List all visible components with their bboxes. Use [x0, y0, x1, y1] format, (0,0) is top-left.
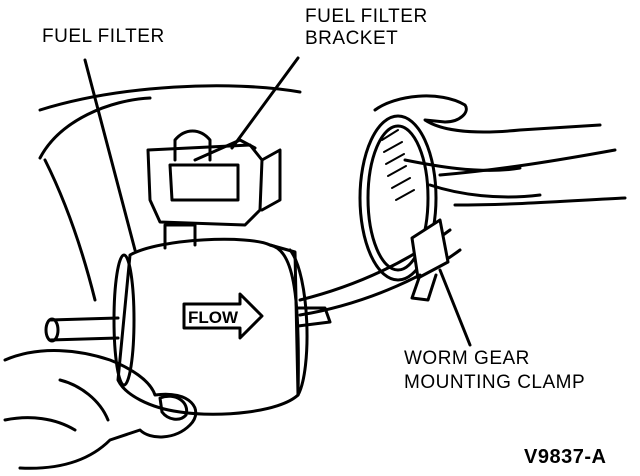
label-bracket-line1: FUEL FILTER — [305, 6, 428, 27]
filter-left-face — [112, 253, 136, 387]
clamp-hand — [373, 94, 602, 134]
bracket-right-flange — [260, 148, 282, 212]
background-right-curve-2 — [453, 196, 627, 207]
clamp-band-inner — [366, 124, 430, 272]
bracket-face — [168, 163, 240, 202]
clamp-serrations — [381, 129, 415, 201]
filter-hand-thumbnail — [158, 394, 189, 421]
body-panel-upper-curve — [38, 84, 302, 112]
flow-label: FLOW — [188, 308, 239, 327]
inlet-tube-end — [44, 317, 60, 343]
background-right-curve — [438, 148, 617, 177]
label-clamp-line1: WORM GEAR — [404, 348, 530, 369]
filter-hand-lower — [3, 416, 77, 432]
filter-outlet-nipple — [296, 306, 332, 328]
label-clamp-line2: MOUNTING CLAMP — [404, 372, 586, 393]
filter-cap-ring — [288, 248, 309, 397]
filter-end-cap — [268, 243, 300, 397]
clamp-band — [358, 114, 438, 282]
filter-hand-crease — [58, 378, 110, 422]
leader-fuel-filter — [83, 58, 137, 252]
clamp-hand-finger — [403, 158, 522, 172]
body-panel-lower-curve — [38, 96, 152, 160]
bracket-side-tab — [193, 138, 257, 162]
bracket-top-tab — [173, 129, 212, 162]
clamp-hand-finger-2 — [428, 183, 542, 199]
label-bracket-line2: BRACKET — [305, 28, 399, 49]
label-fuel-filter: FUEL FILTER — [42, 26, 165, 47]
clamp-screw — [410, 273, 438, 302]
bracket-stem — [163, 223, 197, 250]
background-left-curve — [43, 158, 97, 302]
filter-hand — [3, 349, 198, 470]
fuel-line-inlet-2 — [48, 336, 120, 342]
flow-arrow — [182, 292, 264, 340]
figure-code: V9837-A — [524, 446, 607, 468]
leader-clamp — [438, 268, 472, 347]
clamp-screw-housing — [410, 218, 450, 280]
fuel-line-inlet — [48, 316, 120, 322]
leader-bracket — [230, 56, 300, 150]
